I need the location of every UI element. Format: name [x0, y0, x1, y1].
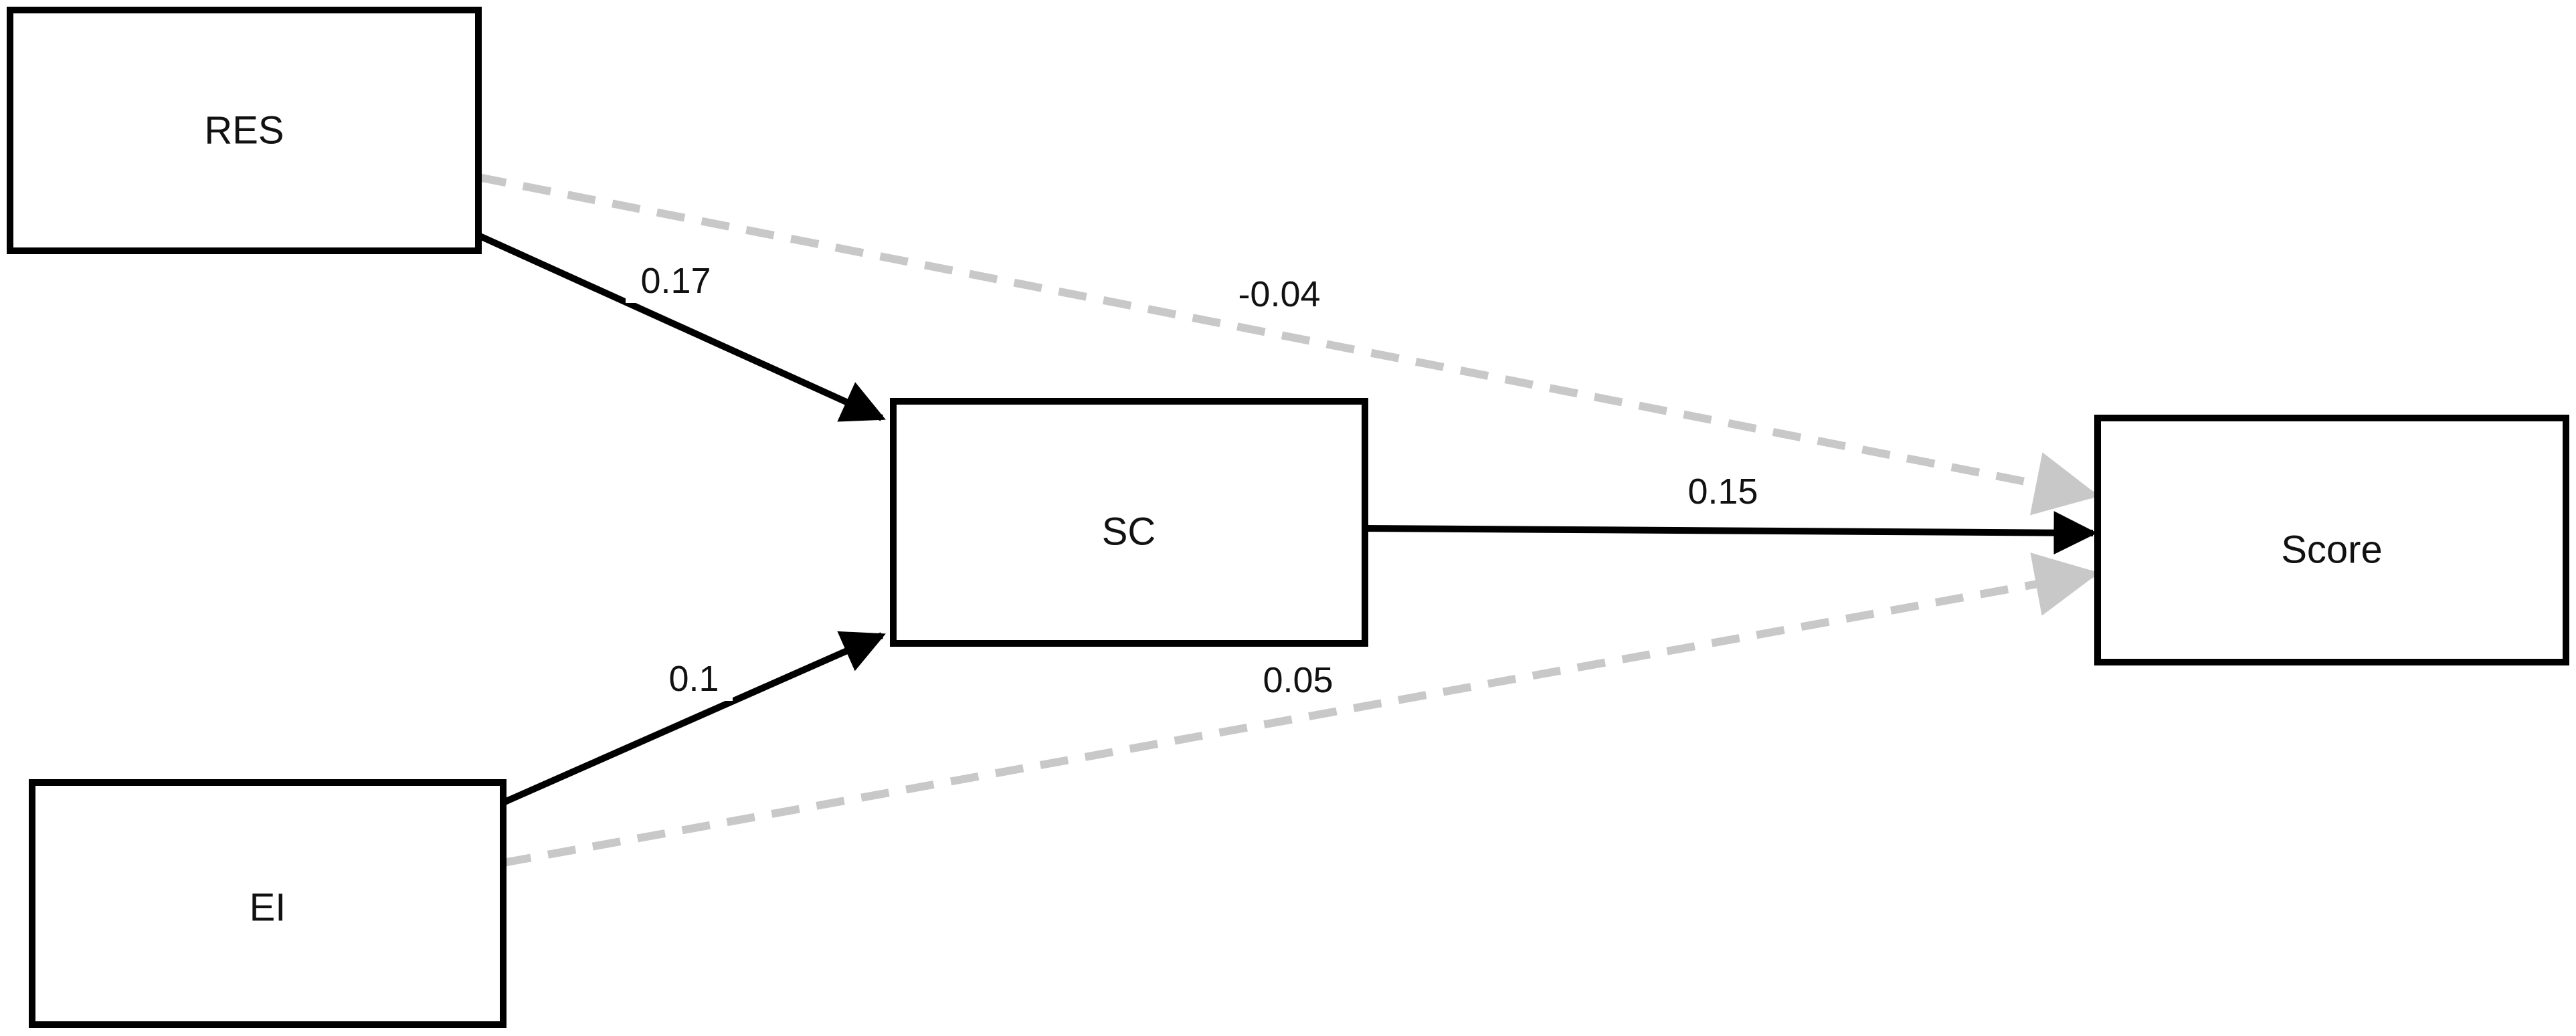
node-res-label: RES — [204, 109, 284, 152]
coef-ei-to-score: 0.05 — [1248, 655, 1348, 701]
coef-ei-to-sc-text: 0.1 — [668, 659, 719, 699]
node-score: Score — [2094, 415, 2569, 665]
path-res-to-score — [477, 173, 2100, 516]
coef-res-to-sc: 0.17 — [626, 257, 726, 303]
coef-res-to-score: -0.04 — [1218, 270, 1342, 315]
node-sc-label: SC — [1102, 510, 1156, 554]
path-sc-to-score — [1364, 511, 2098, 555]
coef-sc-to-score: 0.15 — [1673, 468, 1773, 514]
node-sc: SC — [890, 398, 1368, 647]
path-ei-to-sc — [501, 631, 886, 806]
coef-ei-to-score-text: 0.05 — [1263, 660, 1333, 700]
coef-sc-to-score-text: 0.15 — [1687, 472, 1758, 512]
node-score-label: Score — [2281, 528, 2383, 572]
path-ei-to-score — [502, 552, 2100, 867]
coef-res-to-sc-text: 0.17 — [640, 261, 711, 301]
node-res: RES — [7, 7, 482, 254]
coef-ei-to-sc: 0.1 — [656, 655, 733, 701]
node-ei: EI — [29, 779, 507, 1028]
node-ei-label: EI — [250, 886, 286, 930]
path-res-to-sc — [476, 232, 886, 422]
coef-res-to-score-text: -0.04 — [1238, 274, 1320, 314]
